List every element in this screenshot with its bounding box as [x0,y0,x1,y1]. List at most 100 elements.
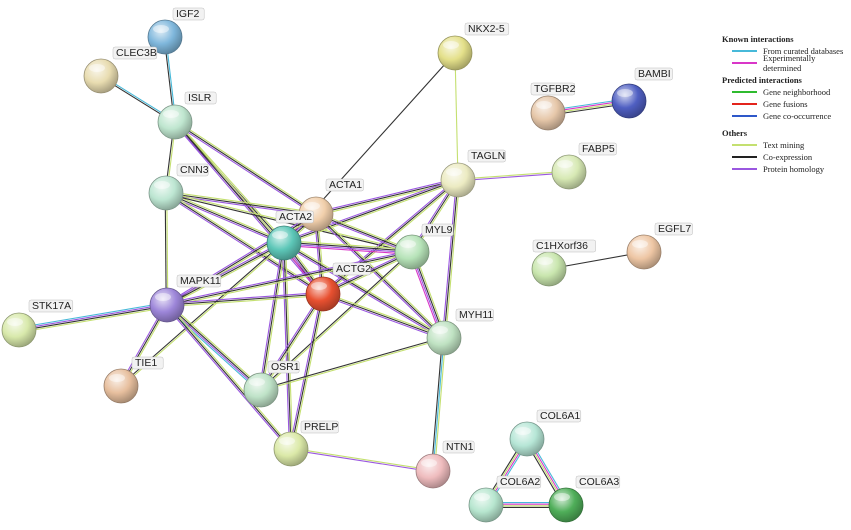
node-bubble[interactable] [611,83,647,119]
edge-line-homology [166,249,412,304]
node-bubble[interactable] [426,320,462,356]
legend-swatch [732,91,757,93]
node-highlight [536,101,552,109]
edge-ACTA2-MAPK11 [165,241,286,307]
node-ntn1[interactable]: NTN1 [415,440,475,489]
node-label: MYH11 [459,309,493,321]
edge-line-coexpression [315,179,459,215]
edge-MYL9-MAPK11 [166,249,413,308]
node-igf2[interactable]: IGF2 [147,7,205,55]
node-mapk11[interactable]: MAPK11 [149,274,222,323]
node-bubble[interactable] [103,368,139,404]
node-label-bg [275,210,314,224]
edge-ACTA2-MYL9 [283,240,413,255]
legend-item: Co-expression [722,151,848,163]
node-egfl7[interactable]: EGFL7 [626,222,693,270]
edge-MYH11-OSR1 [260,336,445,392]
node-bubble[interactable] [394,234,430,270]
node-bambi[interactable]: BAMBI [611,67,673,119]
node-fabp5[interactable]: FABP5 [551,142,617,190]
node-bubble[interactable] [147,19,183,55]
node-bubble[interactable] [149,287,185,323]
node-myl9[interactable]: MYL9 [394,223,454,270]
node-label-bg [172,7,205,21]
node-label-bg [634,67,673,81]
edge-line-textmining [323,291,445,338]
node-label: ACTG2 [336,263,371,275]
node-c1hxorf36[interactable]: C1HXorf36 [531,239,596,287]
node-myh11[interactable]: MYH11 [426,308,494,356]
node-tagln[interactable]: TAGLN [440,149,506,198]
node-bubble[interactable] [548,487,584,523]
node-col6a3[interactable]: COL6A3 [548,475,621,523]
edge-line-coexpression [283,242,445,339]
edge-line-textmining [166,190,317,213]
node-bubble[interactable] [415,453,451,489]
legend-swatch [732,50,757,52]
edge-line-textmining [291,447,434,471]
node-bubble[interactable] [551,154,587,190]
node-highlight [311,282,327,290]
node-acta2[interactable]: ACTA2 [266,210,314,261]
node-bubble[interactable] [509,421,545,457]
node-col6a2[interactable]: COL6A2 [468,475,542,523]
edge-line-homology [281,243,290,450]
node-label: TGFBR2 [534,83,576,95]
node-nkx2-5[interactable]: NKX2-5 [437,22,510,71]
node-label-bg [300,420,339,434]
node-label: PRELP [304,421,338,433]
node-cnn3[interactable]: CNN3 [148,163,209,211]
node-label-bg [464,22,510,36]
node-bubble[interactable] [626,234,662,270]
node-bubble[interactable] [83,58,119,94]
edge-line-homology [282,243,444,340]
node-bubble[interactable] [266,225,302,261]
node-col6a1[interactable]: COL6A1 [509,409,582,457]
node-bubble[interactable] [243,372,279,408]
edge-line-textmining [167,295,324,308]
node-stk17a[interactable]: STK17A [1,299,74,348]
node-tie1[interactable]: TIE1 [103,356,164,404]
node-clec3b[interactable]: CLEC3B [83,46,158,94]
edge-line-textmining [316,212,446,338]
node-tgfbr2[interactable]: TGFBR2 [530,82,576,131]
node-highlight [155,293,171,301]
edge-line-curated [18,302,167,329]
node-highlight [537,257,553,265]
edge-line-textmining [166,191,285,243]
node-highlight [554,493,570,501]
node-bubble[interactable] [305,276,341,312]
node-label: TAGLN [471,150,505,162]
edge-line-textmining [284,240,413,251]
edge-line-coexpression [315,213,445,339]
node-bubble[interactable] [157,104,193,140]
node-label-bg [442,440,475,454]
node-label: IGF2 [176,8,199,20]
edge-line-textmining [323,180,460,296]
node-bubble[interactable] [1,312,37,348]
edge-line-coexpression [284,241,413,252]
node-bubble[interactable] [437,35,473,71]
node-actg2[interactable]: ACTG2 [305,262,371,312]
edge-line-coexpression [167,303,262,390]
legend-item: Protein homology [722,163,848,175]
node-bubble[interactable] [148,175,184,211]
node-bubble[interactable] [531,251,567,287]
node-label: COL6A3 [579,476,619,488]
node-label: MYL9 [425,224,453,236]
edge-line-coexpression [166,251,413,306]
node-highlight [7,318,23,326]
node-islr[interactable]: ISLR [157,91,217,140]
node-osr1[interactable]: OSR1 [243,360,300,408]
node-bubble[interactable] [273,431,309,467]
node-label: FABP5 [582,143,615,155]
legend-group-title: Others [722,128,748,138]
node-bubble[interactable] [468,487,504,523]
node-bubble[interactable] [440,162,476,198]
legend-group-title: Known interactions [722,34,794,44]
node-prelp[interactable]: PRELP [273,420,339,467]
node-bubble[interactable] [530,95,566,131]
edge-line-coexpression [174,121,317,215]
edge-line-textmining [284,180,459,246]
edge-line-textmining [445,180,461,339]
